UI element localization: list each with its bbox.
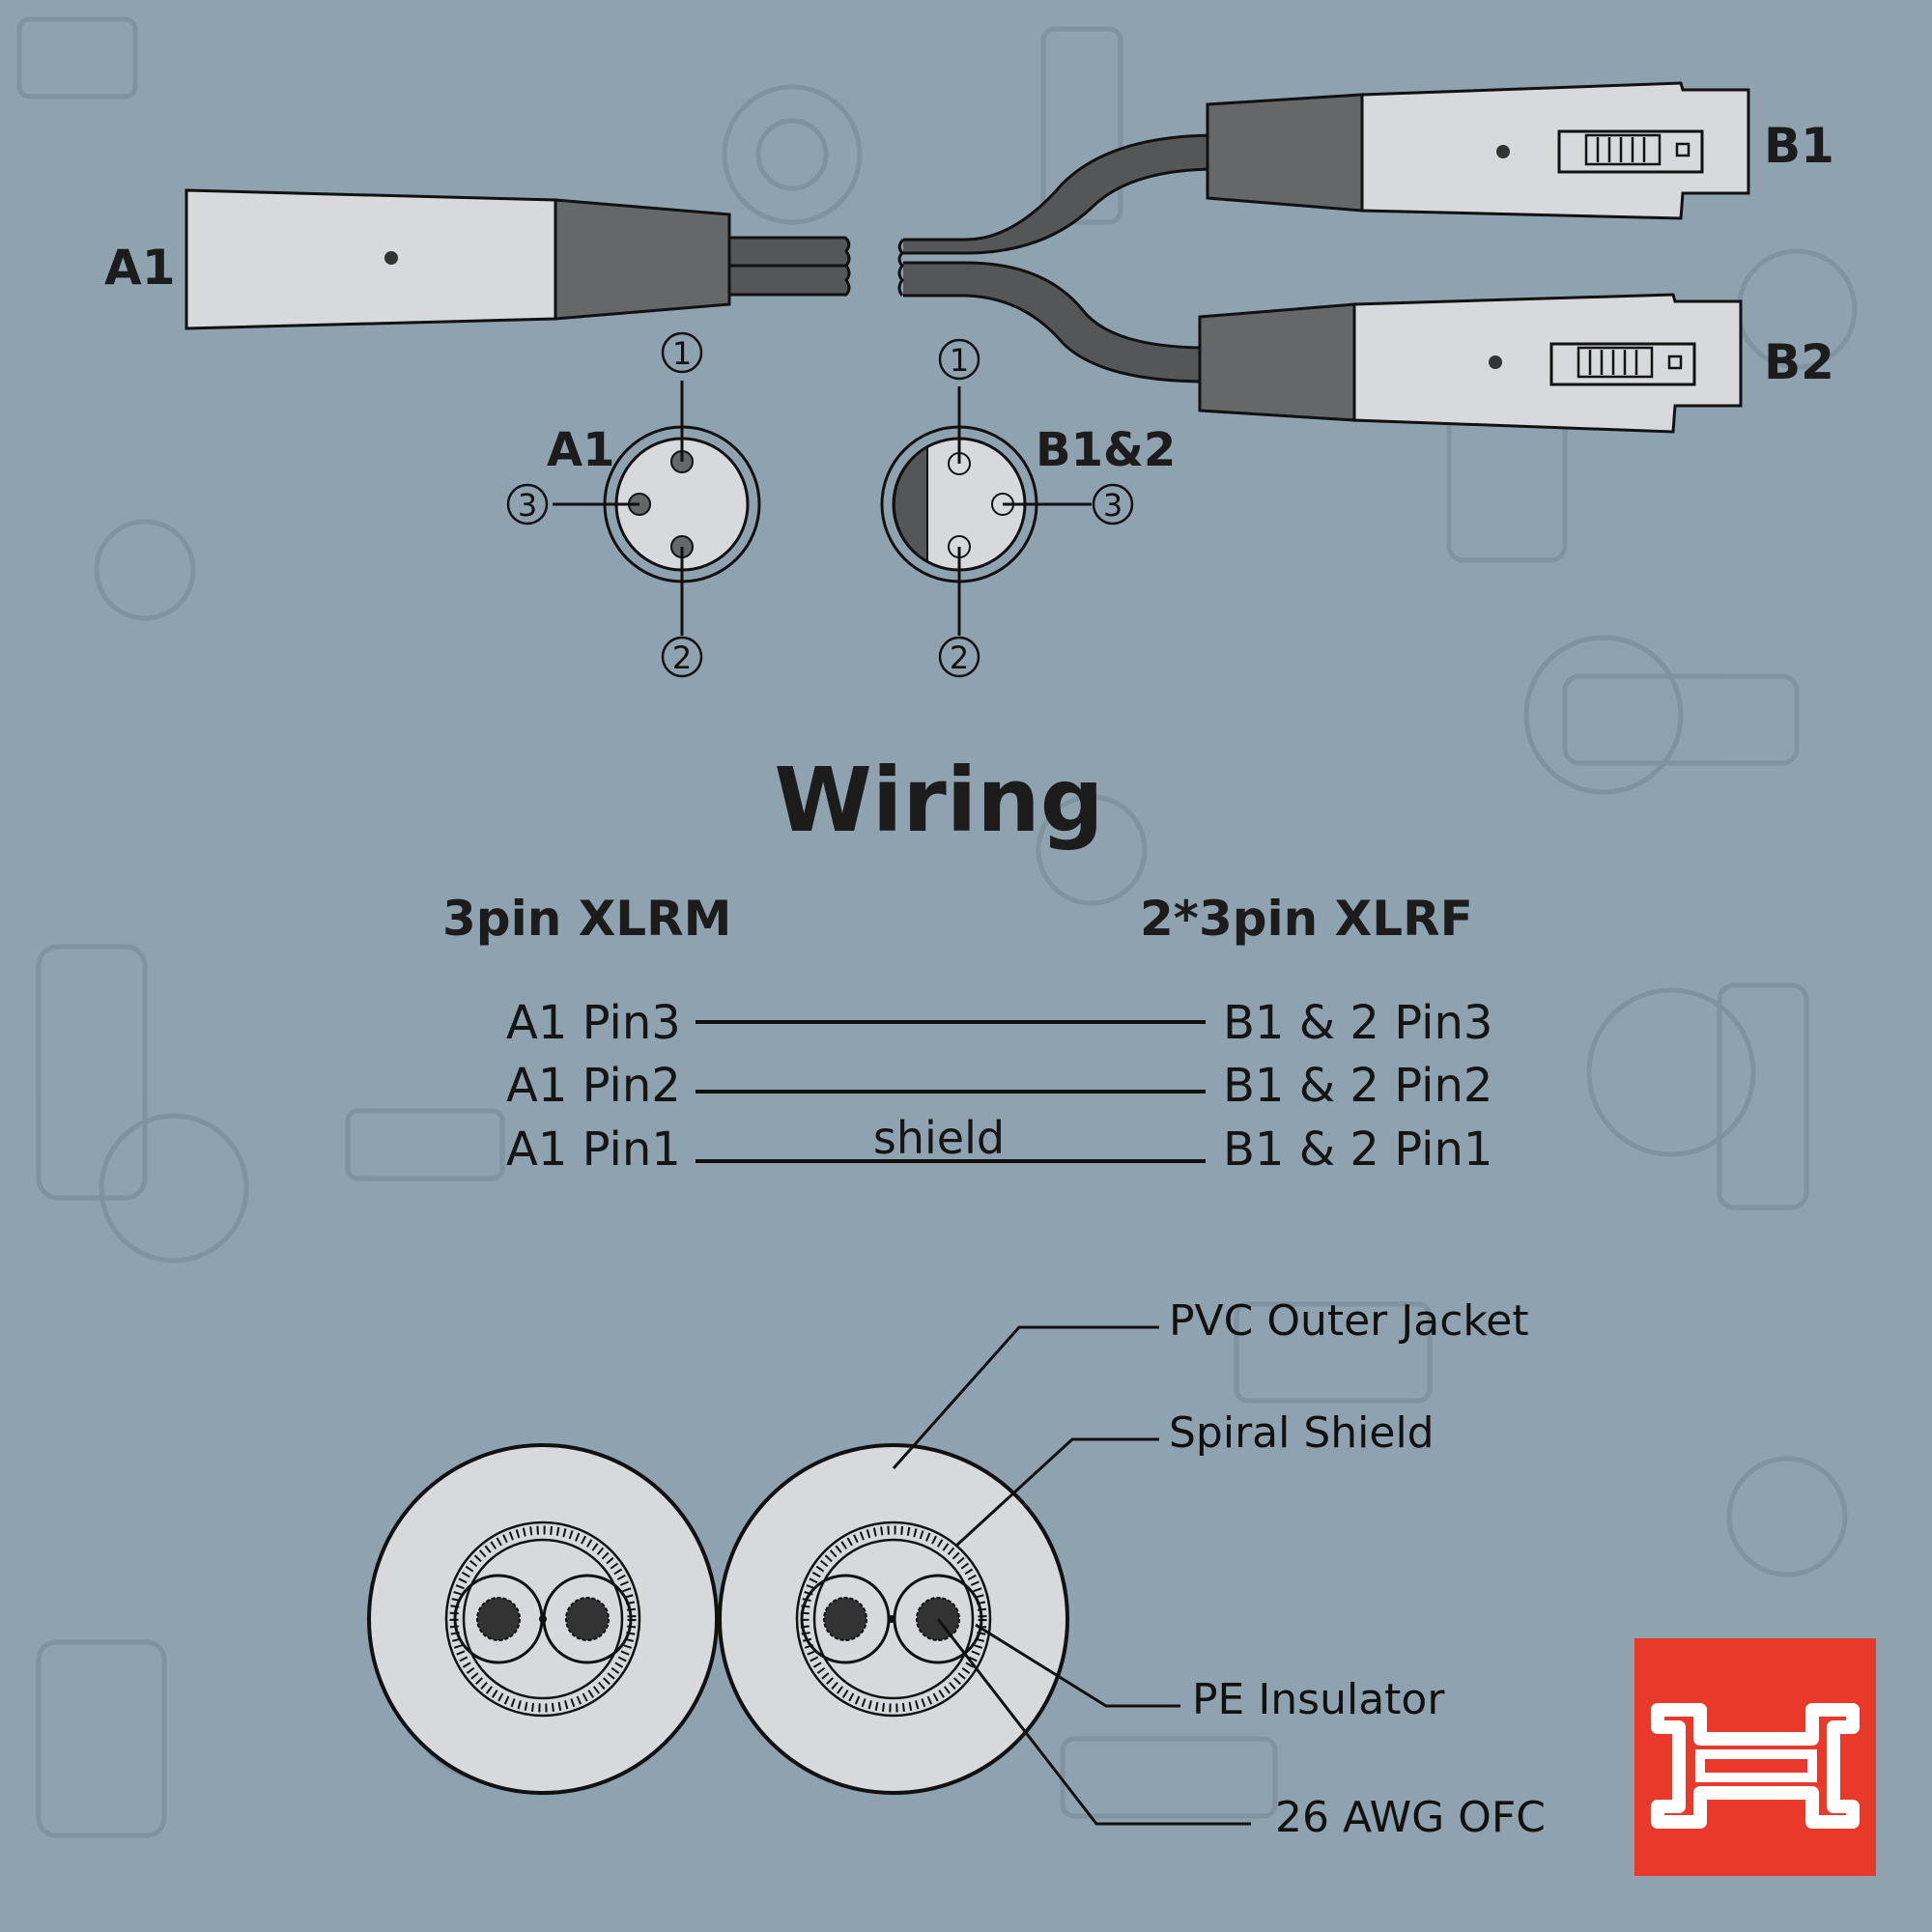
label-spiral-shield: Spiral Shield <box>1169 1408 1435 1458</box>
a1-boot <box>554 198 731 321</box>
a1-cable-lower <box>727 264 851 297</box>
b2-latch-ridges <box>1588 350 1638 375</box>
wiring-row: A1 Pin3 B1 & 2 Pin3 <box>506 996 1492 1050</box>
b-pin-2-label: 2 <box>950 639 969 676</box>
wiring-row-right: B1 & 2 Pin2 <box>1223 1059 1492 1113</box>
a1-connector: A1 <box>104 188 851 330</box>
b2-shell <box>1352 293 1743 434</box>
b-pin-face: 1 3 2 B1&2 <box>880 338 1176 678</box>
hosa-logo-icon <box>1634 1638 1876 1876</box>
wiring-row-mid: shield <box>873 1112 1005 1164</box>
a1-pin-3-label: 3 <box>518 487 537 524</box>
wiring-section: Wiring 3pin XLRM 2*3pin XLRF A1 Pin3 B1 … <box>442 749 1492 1177</box>
cable-section-left <box>367 1443 719 1795</box>
cable-cross-section: PVC Outer Jacket Spiral Shield PE Insula… <box>367 1296 1546 1842</box>
a1-connector-label: A1 <box>104 240 176 296</box>
b2-latch-dot <box>1489 355 1502 369</box>
b2-connector-label: B2 <box>1764 334 1834 390</box>
b2-boot <box>1198 302 1356 422</box>
wiring-row-left: A1 Pin1 <box>506 1122 681 1177</box>
label-conductor: 26 AWG OFC <box>1275 1793 1546 1842</box>
wiring-row-left: A1 Pin3 <box>506 996 681 1050</box>
b1-boot <box>1206 93 1364 213</box>
b-face-key <box>893 445 928 563</box>
b1-latch-ridges <box>1596 137 1646 162</box>
a1-cable-upper <box>727 236 851 268</box>
callout-lines <box>892 1325 1251 1826</box>
cable-section-right <box>718 1443 1069 1795</box>
wiring-title: Wiring <box>774 749 1103 852</box>
a1-latch-dot <box>384 251 398 265</box>
cable-to-b1 <box>903 133 1219 255</box>
wiring-row: A1 Pin2 B1 & 2 Pin2 <box>506 1059 1492 1113</box>
b1-latch-square <box>1675 142 1690 157</box>
b1-latch-dot <box>1496 145 1510 158</box>
b2-latch-square <box>1667 355 1683 370</box>
b-pin-1-label: 1 <box>950 342 969 379</box>
label-outer-jacket: PVC Outer Jacket <box>1169 1296 1529 1346</box>
b1-latch-frame <box>1557 129 1704 174</box>
wiring-row-right: B1 & 2 Pin1 <box>1223 1122 1492 1177</box>
a1-pin-1-label: 1 <box>672 335 692 372</box>
a1-face-label: A1 <box>547 423 615 477</box>
split-cable <box>897 133 1219 384</box>
a1-pin-2-label: 2 <box>672 639 692 676</box>
right-header: 2*3pin XLRF <box>1140 891 1473 947</box>
b2-latch-grip <box>1577 346 1654 379</box>
b2-connector: B2 <box>1198 293 1834 434</box>
b1-latch-grip <box>1584 133 1662 166</box>
a1-shell <box>185 188 557 330</box>
b2-latch-frame <box>1549 342 1696 386</box>
a1-pin-face: 1 3 2 A1 <box>506 331 761 678</box>
wiring-row: A1 Pin1 shield B1 & 2 Pin1 <box>506 1112 1492 1177</box>
b1-shell <box>1360 81 1750 220</box>
cable-cut-end <box>897 238 905 297</box>
b-face-label: B1&2 <box>1036 423 1176 477</box>
b1-connector-label: B1 <box>1764 118 1834 174</box>
left-header: 3pin XLRM <box>442 891 731 947</box>
b-pin-3-label: 3 <box>1103 487 1122 524</box>
wiring-row-left: A1 Pin2 <box>506 1059 681 1113</box>
b1-connector: B1 <box>1206 81 1834 220</box>
wiring-row-right: B1 & 2 Pin3 <box>1223 996 1492 1050</box>
label-insulator: PE Insulator <box>1192 1675 1445 1724</box>
